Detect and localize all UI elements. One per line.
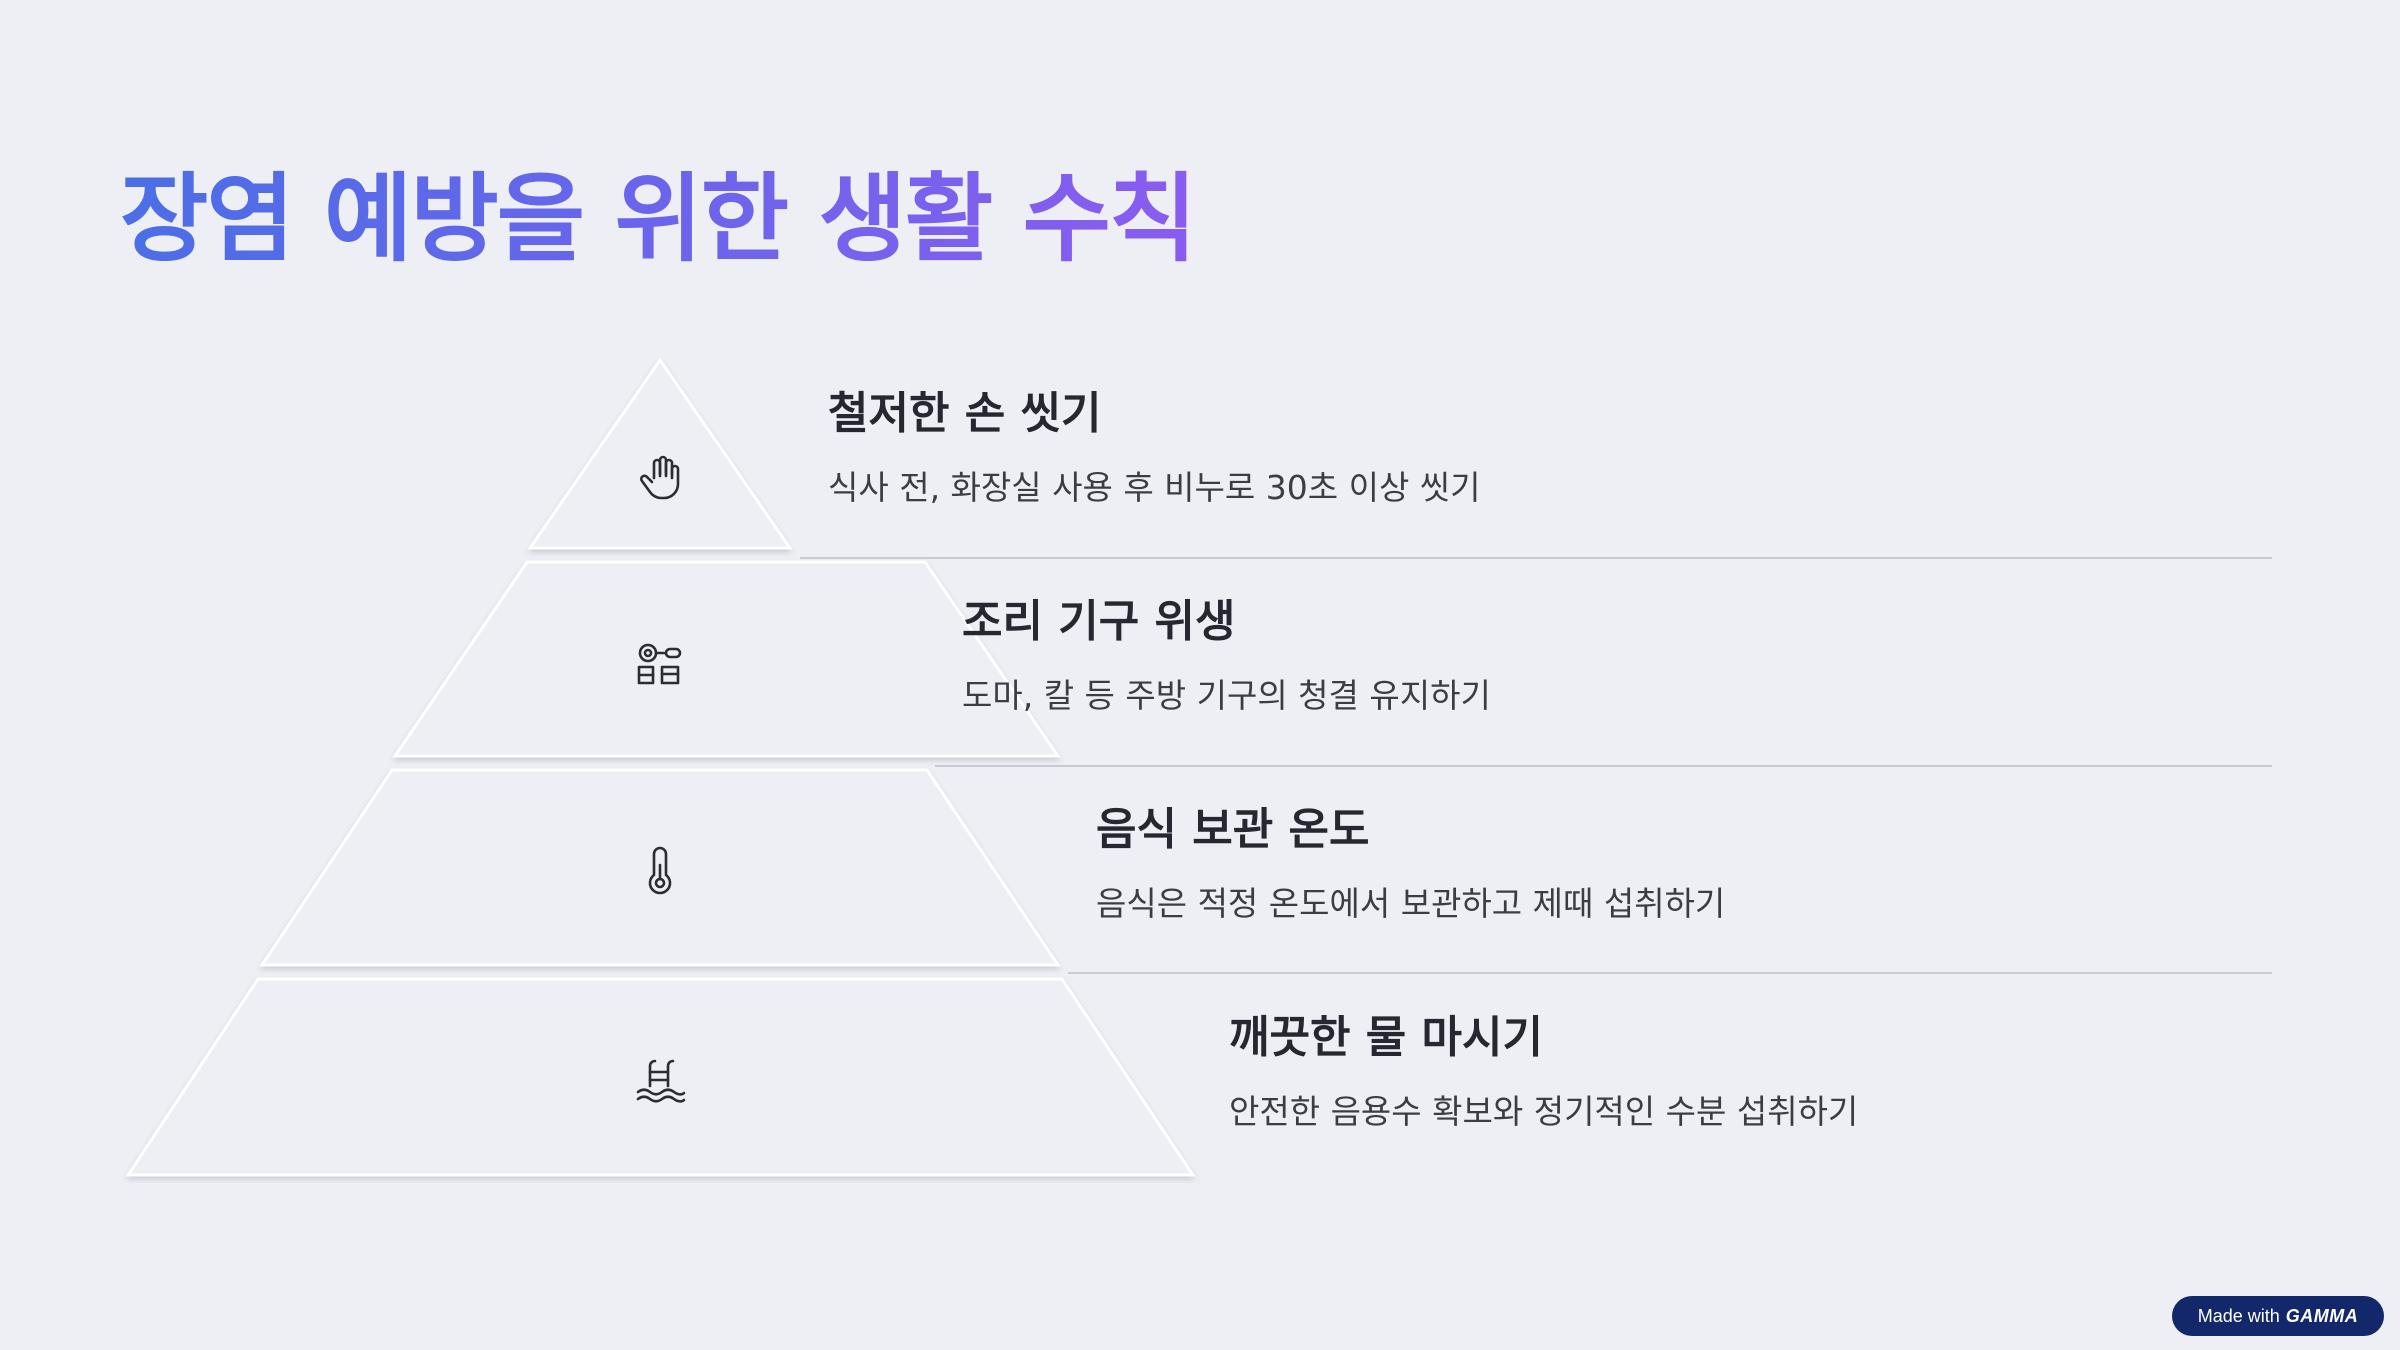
tier-divider — [935, 765, 2272, 767]
water-icon — [634, 1052, 686, 1104]
tier-divider — [1068, 972, 2272, 974]
page-title: 장염 예방을 위한 생활 수칙 — [120, 162, 1197, 277]
tier-4-description: 안전한 음용수 확보와 정기적인 수분 섭취하기 — [1229, 1092, 1859, 1131]
tier-3-title: 음식 보관 온도 — [1096, 804, 1370, 855]
hand-icon — [634, 452, 686, 504]
tier-4-title: 깨끗한 물 마시기 — [1229, 1012, 1543, 1063]
tier-divider — [800, 557, 2272, 559]
thermometer-icon — [634, 845, 686, 897]
tier-1-title: 철저한 손 씻기 — [828, 388, 1102, 439]
made-with-gamma-badge[interactable]: Made with GAMMA — [2172, 1296, 2384, 1336]
pyramid-tier-1 — [527, 357, 793, 550]
pyramid-tier-4 — [125, 977, 1196, 1177]
tier-3-description: 음식은 적정 온도에서 보관하고 제때 섭취하기 — [1096, 884, 1726, 923]
cooking-tools-icon — [634, 637, 686, 689]
tier-1-description: 식사 전, 화장실 사용 후 비누로 30초 이상 씻기 — [828, 468, 1481, 507]
gamma-logo: GAMMA — [2285, 1305, 2359, 1326]
badge-prefix: Made with — [2197, 1305, 2280, 1326]
tier-2-description: 도마, 칼 등 주방 기구의 청결 유지하기 — [962, 676, 1491, 715]
pyramid-tier-2 — [392, 560, 1061, 758]
tier-2-title: 조리 기구 위생 — [962, 596, 1236, 647]
